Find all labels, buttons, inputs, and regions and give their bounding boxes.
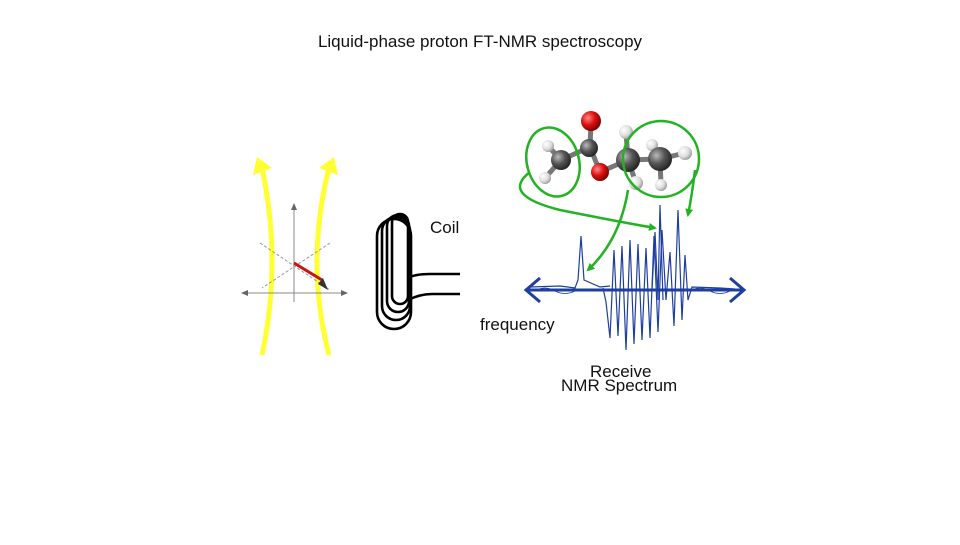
molecule-ethyl-acetate: [539, 111, 692, 191]
hydrogen-atom: [655, 179, 667, 191]
ethyl-ch2-arrow: [586, 189, 630, 272]
coil-label: Coil: [430, 218, 460, 237]
magnetic-field-lines: [253, 157, 338, 356]
receive-label: Receive: [590, 362, 652, 381]
hydrogen-atom: [619, 125, 633, 139]
carbon-atom: [616, 148, 640, 172]
hydrogen-atom: [539, 172, 551, 184]
frequency-label: frequency: [480, 315, 555, 334]
group-highlights: [518, 119, 701, 272]
carbon-atom: [551, 150, 571, 170]
methyl-group-ellipse: [525, 126, 581, 198]
page-title: Liquid-phase proton FT-NMR spectroscopy: [317, 32, 643, 51]
nmr-spectrum-trace: [529, 204, 736, 351]
methyl-arrow: [518, 171, 657, 231]
frequency-axis: [523, 276, 747, 304]
oxygen-atom: [581, 111, 601, 131]
ethyl-group-ellipse: [621, 119, 701, 199]
hydrogen-atom: [542, 140, 554, 152]
ethyl-ch3-arrow: [685, 169, 697, 217]
hydrogen-atom: [678, 146, 692, 160]
hydrogen-atom: [646, 139, 658, 151]
coil-icon: [375, 212, 460, 331]
hydrogen-atom: [629, 176, 643, 190]
magnetization-vector: [293, 261, 323, 282]
carbon-atom: [580, 139, 598, 157]
nmr-spectrum-label: NMR Spectrum: [561, 376, 678, 395]
oxygen-atom: [591, 163, 609, 181]
carbon-atom: [648, 147, 672, 171]
rotating-frame-axes-icon: [241, 203, 348, 302]
